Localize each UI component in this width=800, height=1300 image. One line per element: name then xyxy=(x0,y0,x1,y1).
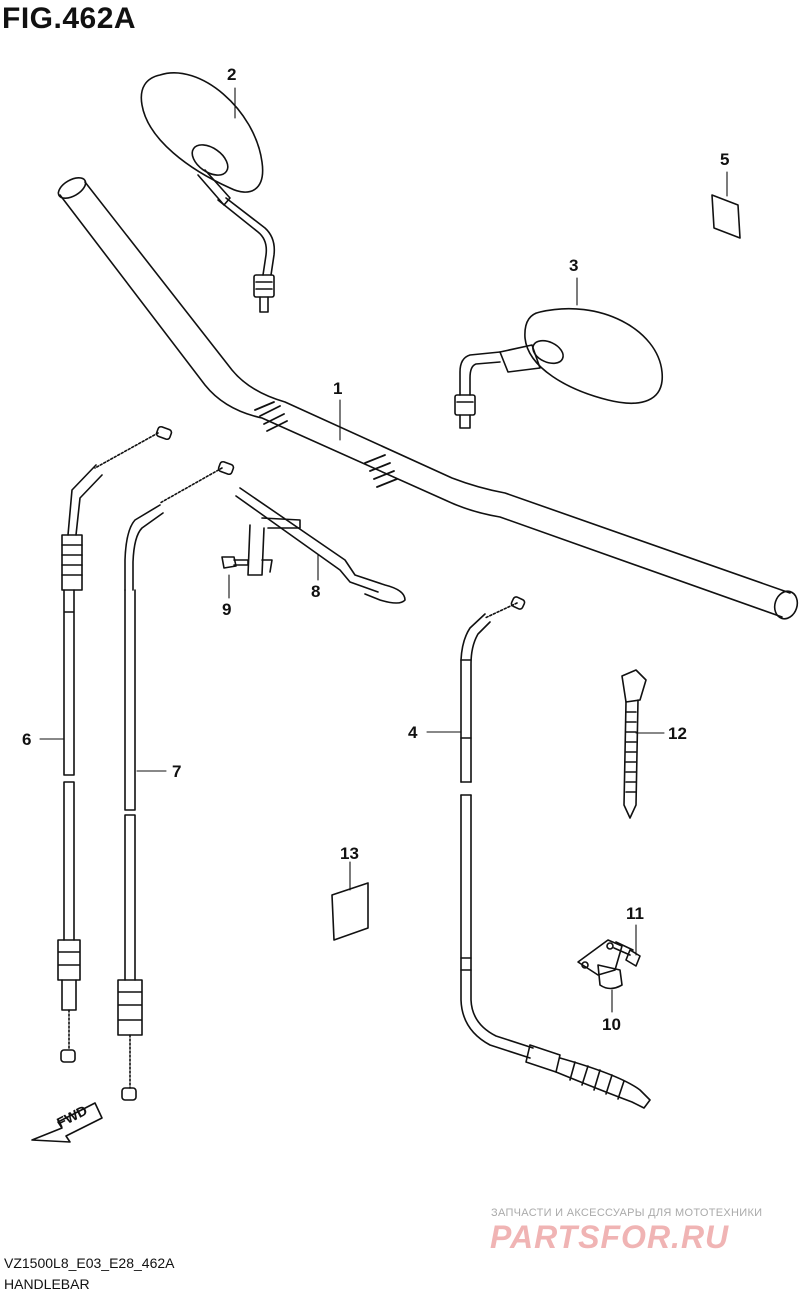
callout-7: 7 xyxy=(172,762,182,781)
callout-13: 13 xyxy=(340,844,359,863)
part-1-handlebar xyxy=(57,176,799,620)
callout-3: 3 xyxy=(569,256,579,275)
part-11-screw xyxy=(613,941,641,967)
watermark-logo: PARTSFOR.RU xyxy=(490,1219,730,1255)
fwd-arrow-icon: FWD xyxy=(31,1102,103,1143)
part-9-bolt xyxy=(221,556,249,569)
callout-2: 2 xyxy=(227,65,237,84)
callout-8: 8 xyxy=(311,582,321,601)
part-12-cable-tie xyxy=(621,669,647,819)
callout-10: 10 xyxy=(602,1015,621,1034)
model-code: VZ1500L8_E03_E28_462A xyxy=(4,1255,175,1271)
part-7-throttle-cable xyxy=(117,460,235,1101)
part-13-label xyxy=(331,882,369,941)
callout-1: 1 xyxy=(333,379,343,398)
figure-title: FIG.462A xyxy=(2,2,137,35)
part-6-throttle-cable xyxy=(57,425,173,1063)
section-name: HANDLEBAR xyxy=(4,1276,90,1292)
part-5-label xyxy=(711,194,741,239)
callout-11: 11 xyxy=(626,904,644,923)
part-3-mirror-right xyxy=(454,307,663,429)
watermark-subtitle: ЗАПЧАСТИ И АКСЕССУАРЫ ДЛЯ МОТОТЕХНИКИ xyxy=(491,1207,763,1219)
callout-5: 5 xyxy=(720,150,730,169)
part-2-mirror-left xyxy=(140,72,276,313)
callout-4: 4 xyxy=(408,723,418,742)
part-10-clamp xyxy=(577,939,623,990)
part-4-clutch-cable xyxy=(460,596,651,1109)
leader-lines xyxy=(39,87,728,1013)
callout-9: 9 xyxy=(222,600,232,619)
callout-6: 6 xyxy=(22,730,32,749)
callout-12: 12 xyxy=(668,724,687,743)
part-8-bracket xyxy=(235,487,406,604)
